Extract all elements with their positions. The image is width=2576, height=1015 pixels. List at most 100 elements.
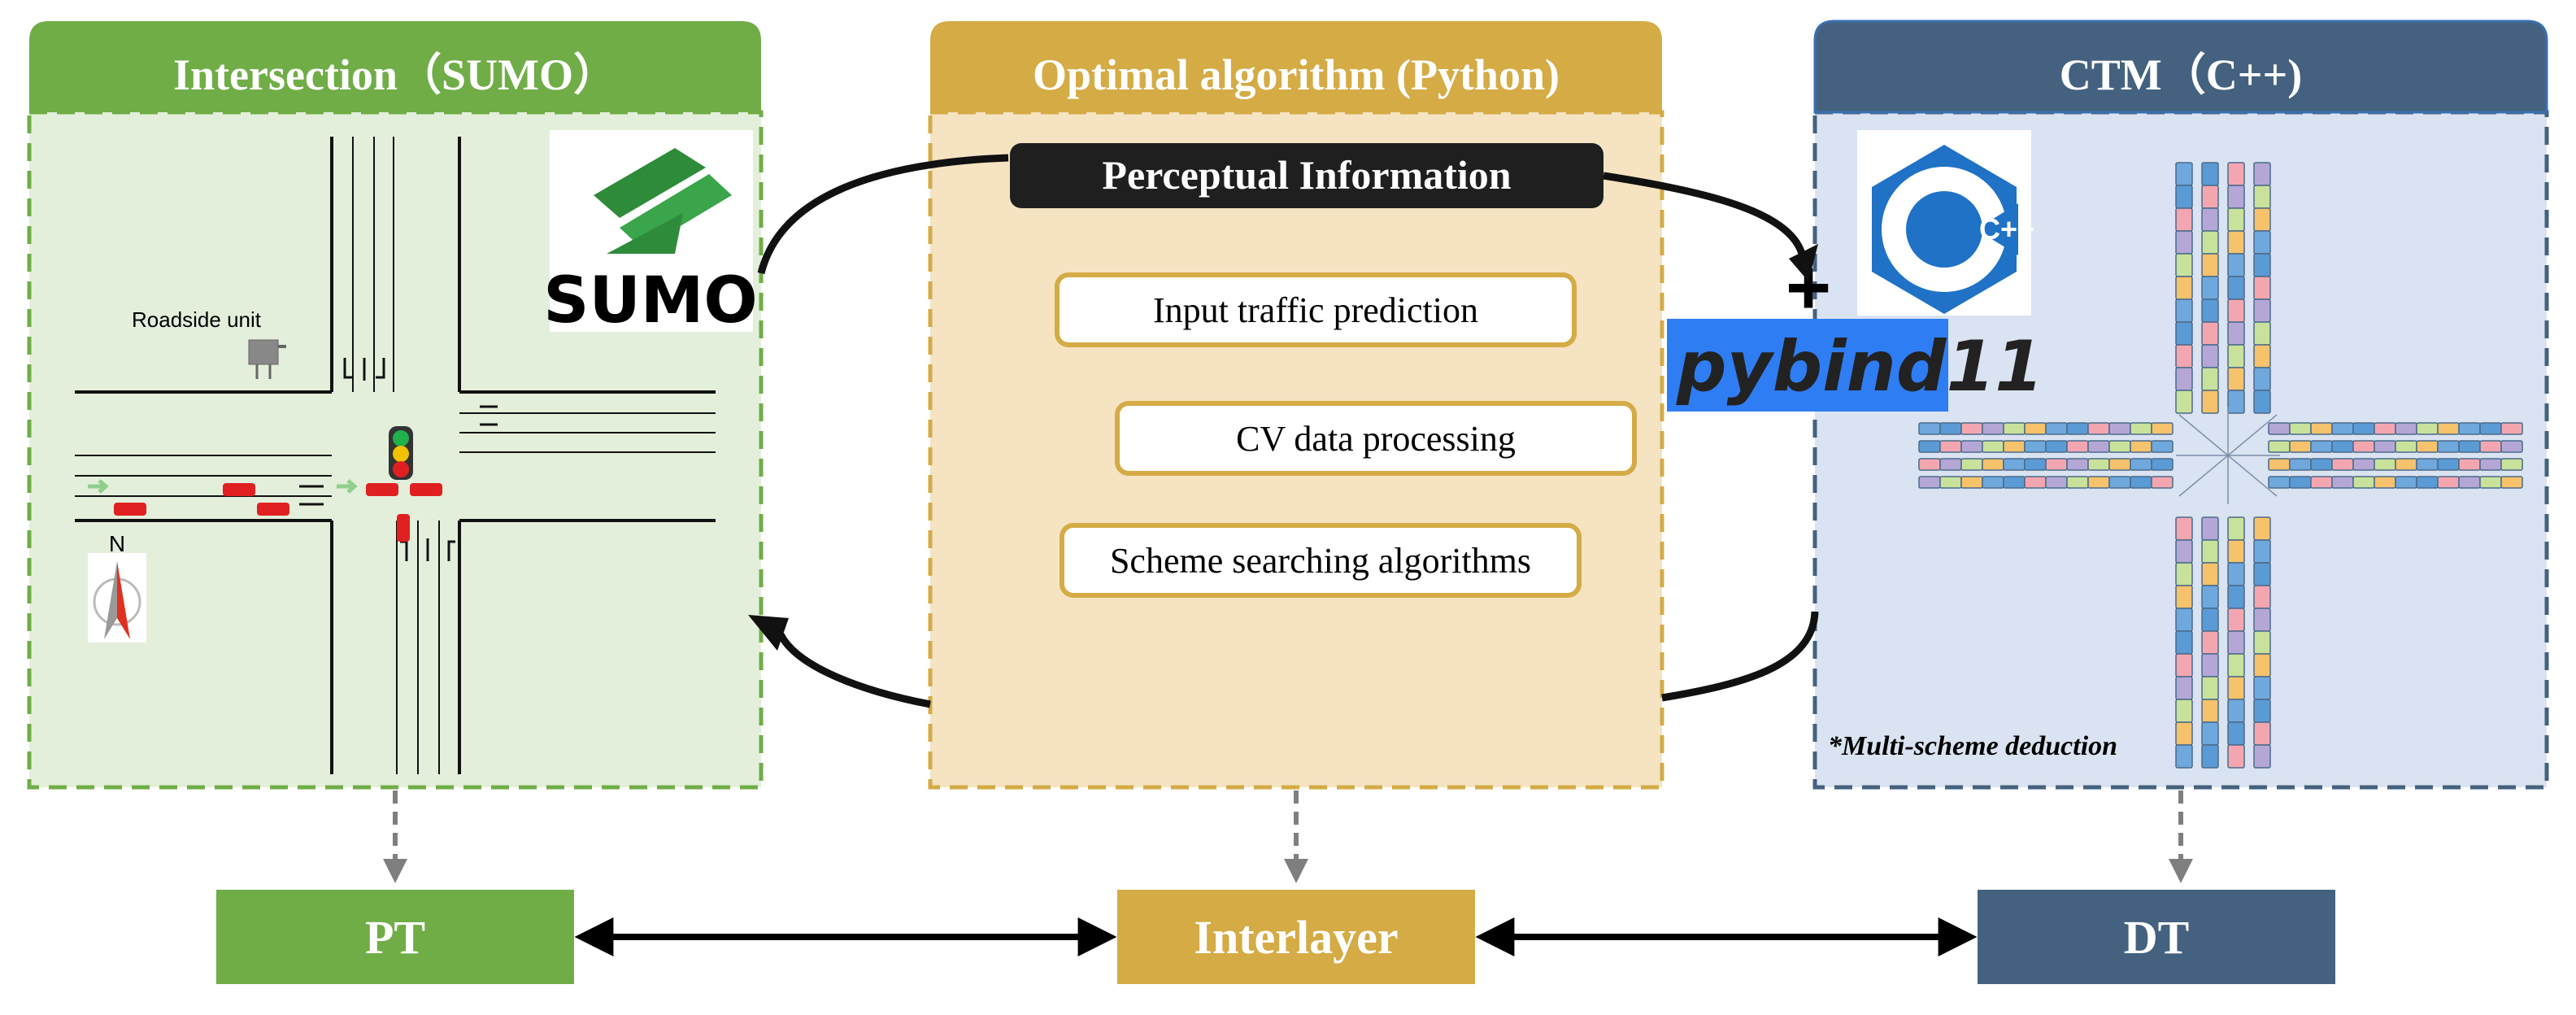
- ctm-cell: [2175, 630, 2193, 655]
- ctm-cell: [2045, 422, 2068, 435]
- interlayer-label: Interlayer: [1194, 911, 1398, 964]
- ctm-cell: [2201, 298, 2219, 323]
- ctm-cell: [2253, 162, 2271, 186]
- ctm-cell: [1939, 440, 1962, 453]
- ctm-cell: [2003, 458, 2026, 471]
- arrow-sumo-to-perception: [757, 154, 1009, 275]
- ctm-cell: [1982, 458, 2004, 471]
- ctm-cell: [2201, 630, 2219, 655]
- ctm-cell: [2227, 630, 2245, 655]
- flow-arrow-icon: [88, 479, 109, 494]
- ctm-cell: [2253, 185, 2271, 209]
- ctm-cell: [2130, 422, 2152, 435]
- ctm-cell: [2253, 390, 2271, 414]
- ctm-cell: [2175, 185, 2193, 209]
- ctm-cell: [2395, 440, 2417, 453]
- ctm-cell: [2268, 440, 2291, 453]
- ctm-cell: [2253, 721, 2271, 746]
- dt-layer-label: DT: [2124, 911, 2190, 964]
- intersection-panel: Intersection（SUMO）: [27, 21, 764, 790]
- compass-icon: N: [88, 531, 146, 643]
- ctm-cell: [2175, 562, 2193, 586]
- arrow-ctm-return: [1661, 611, 1819, 702]
- ctm-cell: [2437, 476, 2460, 489]
- ctm-cell: [1982, 440, 2004, 453]
- ctm-cell: [2227, 253, 2245, 277]
- ctm-cell: [2500, 476, 2523, 489]
- ctm-cell: [2253, 562, 2271, 586]
- ctm-cell: [2024, 422, 2047, 435]
- ctm-cell: [2201, 185, 2219, 209]
- ctm-cell: [2253, 207, 2271, 232]
- ctm-cell: [2374, 476, 2396, 489]
- ctm-cell: [2437, 422, 2460, 435]
- ctm-cell: [2268, 458, 2291, 471]
- ctm-cell: [2130, 440, 2152, 453]
- ctm-cell: [2175, 744, 2193, 769]
- ctm-cell: [2175, 253, 2193, 277]
- ctm-cell: [2024, 458, 2047, 471]
- ctm-cell: [2500, 458, 2523, 471]
- ctm-cell: [2374, 458, 2396, 471]
- ctm-cell: [2151, 476, 2174, 489]
- ctm-cell: [2201, 562, 2219, 586]
- ctm-cell: [1939, 422, 1962, 435]
- ctm-cell: [1918, 422, 1941, 435]
- ctm-cell: [2289, 476, 2312, 489]
- ctm-cell: [2175, 298, 2193, 323]
- cpp-logo: C++: [1857, 130, 2034, 316]
- ctm-cell: [1960, 440, 1983, 453]
- ctm-cell: [2175, 230, 2193, 255]
- sumo-logo-text: SUMO: [543, 264, 757, 338]
- ctm-cell: [2201, 653, 2219, 677]
- ctm-cell: [2201, 321, 2219, 346]
- ctm-cell: [2416, 422, 2439, 435]
- flow-arrow-icon: [337, 479, 358, 494]
- perceptual-information-box: [1010, 143, 1603, 208]
- ctm-cell: [2151, 458, 2174, 471]
- ctm-cell: [2087, 458, 2110, 471]
- optimal-panel-header: [930, 21, 1662, 112]
- pybind11-logo: pybind11: [1667, 319, 2043, 412]
- ctm-cell: [2374, 440, 2396, 453]
- ctm-cell: [2201, 539, 2219, 564]
- ctm-cell: [2130, 476, 2152, 489]
- input-traffic-prediction-box: [1055, 272, 1577, 347]
- ctm-cell: [2045, 458, 2068, 471]
- ctm-cell: [2227, 185, 2245, 209]
- scheme-searching-label: Scheme searching algorithms: [1110, 541, 1531, 581]
- ctm-cell: [2175, 676, 2193, 700]
- ctm-cell: [2253, 344, 2271, 368]
- ctm-cell: [1982, 476, 2004, 489]
- ctm-panel-header: [1813, 20, 2548, 114]
- ctm-cell: [2310, 458, 2333, 471]
- ctm-cell: [2500, 422, 2523, 435]
- ctm-cell: [2201, 676, 2219, 700]
- ctm-cell: [2227, 367, 2245, 391]
- ctm-cell: [2289, 458, 2312, 471]
- ctm-cell: [2268, 422, 2291, 435]
- ctm-cell: [2253, 276, 2271, 300]
- ctm-cell: [2227, 539, 2245, 564]
- ctm-cell: [2352, 458, 2375, 471]
- ctm-cell: [2310, 476, 2333, 489]
- ctm-cell: [2201, 162, 2219, 186]
- ctm-cell: [2437, 458, 2460, 471]
- ctm-cell: [1982, 422, 2004, 435]
- pt-layer-box: [216, 890, 574, 984]
- ctm-cell: [1918, 458, 1941, 471]
- ctm-cell: [2227, 699, 2245, 723]
- ctm-cell: [2175, 321, 2193, 346]
- ctm-cell: [2416, 440, 2439, 453]
- ctm-cell: [2201, 207, 2219, 232]
- ctm-cell: [2227, 276, 2245, 300]
- ctm-cell: [2227, 562, 2245, 586]
- ctm-cell: [2066, 440, 2089, 453]
- vehicle: [223, 483, 255, 496]
- arrow-head-right-top-icon: [1789, 244, 1818, 281]
- ctm-cell: [2227, 390, 2245, 414]
- ctm-cell: [2310, 440, 2333, 453]
- ctm-cell: [2227, 162, 2245, 186]
- ctm-cell: [2003, 422, 2026, 435]
